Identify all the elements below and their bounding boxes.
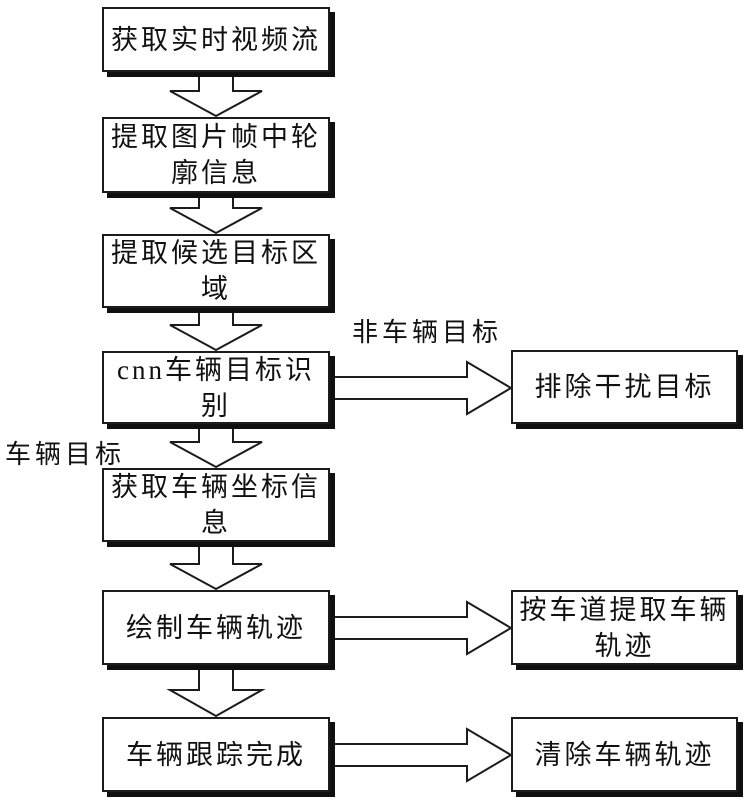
- edge-label-non-vehicle-target: 非车辆目标: [352, 318, 503, 347]
- flow-node-label: 绘制车辆轨迹: [126, 612, 306, 643]
- arrow-right-3: [327, 727, 513, 783]
- flow-node-extract-contour-info: 提取图片帧中轮廓信息: [102, 117, 330, 193]
- flow-node-clear-vehicle-trajectory: 清除车辆轨迹: [511, 717, 738, 792]
- flow-node-cnn-vehicle-recognition: cnn车辆目标识别: [102, 351, 330, 424]
- edge-label-vehicle-target: 车辆目标: [5, 440, 126, 469]
- flow-node-get-video-stream: 获取实时视频流: [102, 7, 330, 72]
- arrow-down-2: [169, 190, 263, 235]
- arrow-down-6: [166, 662, 266, 718]
- arrow-down-3: [169, 305, 263, 352]
- arrow-down-4: [169, 421, 263, 469]
- flow-node-label: 清除车辆轨迹: [534, 739, 715, 770]
- arrow-down-5: [169, 539, 263, 591]
- arrow-right-1: [327, 360, 513, 416]
- flow-node-label: 获取车辆坐标信息: [111, 472, 321, 538]
- flow-node-extract-candidate-regions: 提取候选目标区域: [102, 234, 330, 308]
- flow-node-draw-vehicle-trajectory: 绘制车辆轨迹: [102, 590, 330, 665]
- flow-node-label: cnn车辆目标识别: [117, 354, 315, 421]
- flow-node-label: 按车道提取车辆轨迹: [519, 594, 730, 661]
- arrow-right-2: [327, 600, 513, 656]
- flow-node-label: 获取实时视频流: [111, 24, 321, 55]
- flow-node-label: 排除干扰目标: [534, 372, 715, 402]
- arrow-down-1: [169, 69, 263, 118]
- flow-node-label: 提取图片帧中轮廓信息: [111, 122, 321, 188]
- flow-node-get-vehicle-coordinates: 获取车辆坐标信息: [102, 468, 330, 542]
- flow-node-vehicle-tracking-complete: 车辆跟踪完成: [102, 717, 330, 792]
- flow-node-exclude-interference: 排除干扰目标: [511, 350, 738, 424]
- flow-node-extract-trajectory-by-lane: 按车道提取车辆轨迹: [511, 590, 738, 665]
- flow-node-label: 提取候选目标区域: [111, 238, 321, 304]
- flow-node-label: 车辆跟踪完成: [126, 739, 306, 770]
